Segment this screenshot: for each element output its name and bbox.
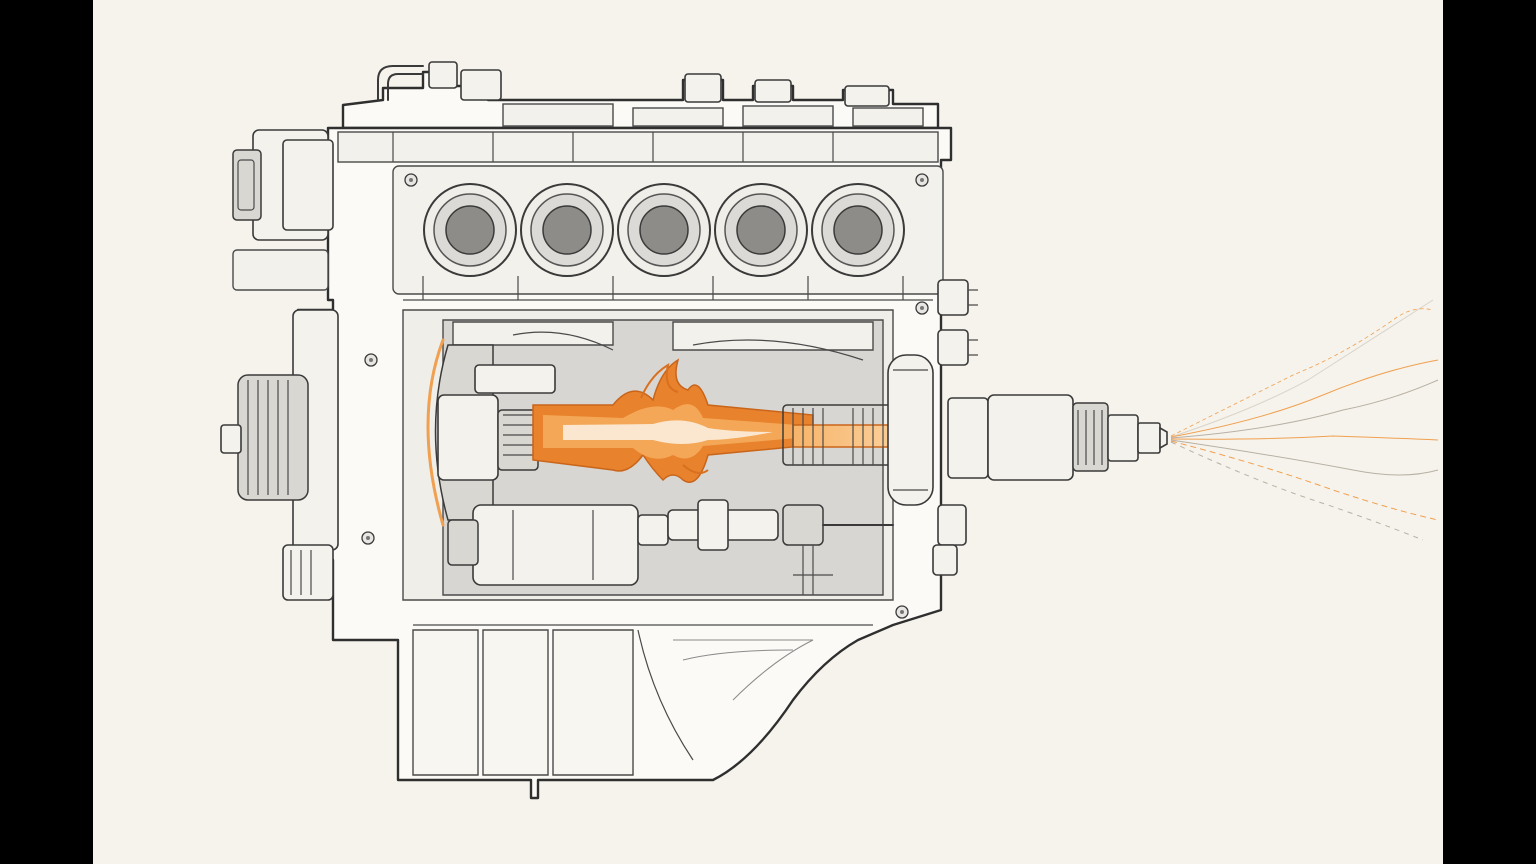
valve-cover xyxy=(341,61,940,130)
drawing-canvas xyxy=(93,0,1443,864)
injector-shaft xyxy=(782,354,934,506)
right-fittings xyxy=(932,279,978,576)
cylinder-bore-2 xyxy=(520,183,614,277)
cylinder-bores xyxy=(423,183,905,277)
cylinder-bore-1 xyxy=(423,183,517,277)
bore-webbing xyxy=(403,276,933,301)
left-accessories xyxy=(220,129,339,601)
cylinder-bore-5 xyxy=(811,183,905,277)
piston-assembly xyxy=(437,364,556,481)
cylinder-bore-3 xyxy=(617,183,711,277)
nozzle-unit xyxy=(947,394,1168,481)
oil-pan xyxy=(412,624,873,776)
spray-plume xyxy=(1170,299,1439,541)
cylinder-bore-4 xyxy=(714,183,808,277)
engine-cutaway-diagram xyxy=(220,61,1439,800)
lower-actuator xyxy=(447,499,894,595)
